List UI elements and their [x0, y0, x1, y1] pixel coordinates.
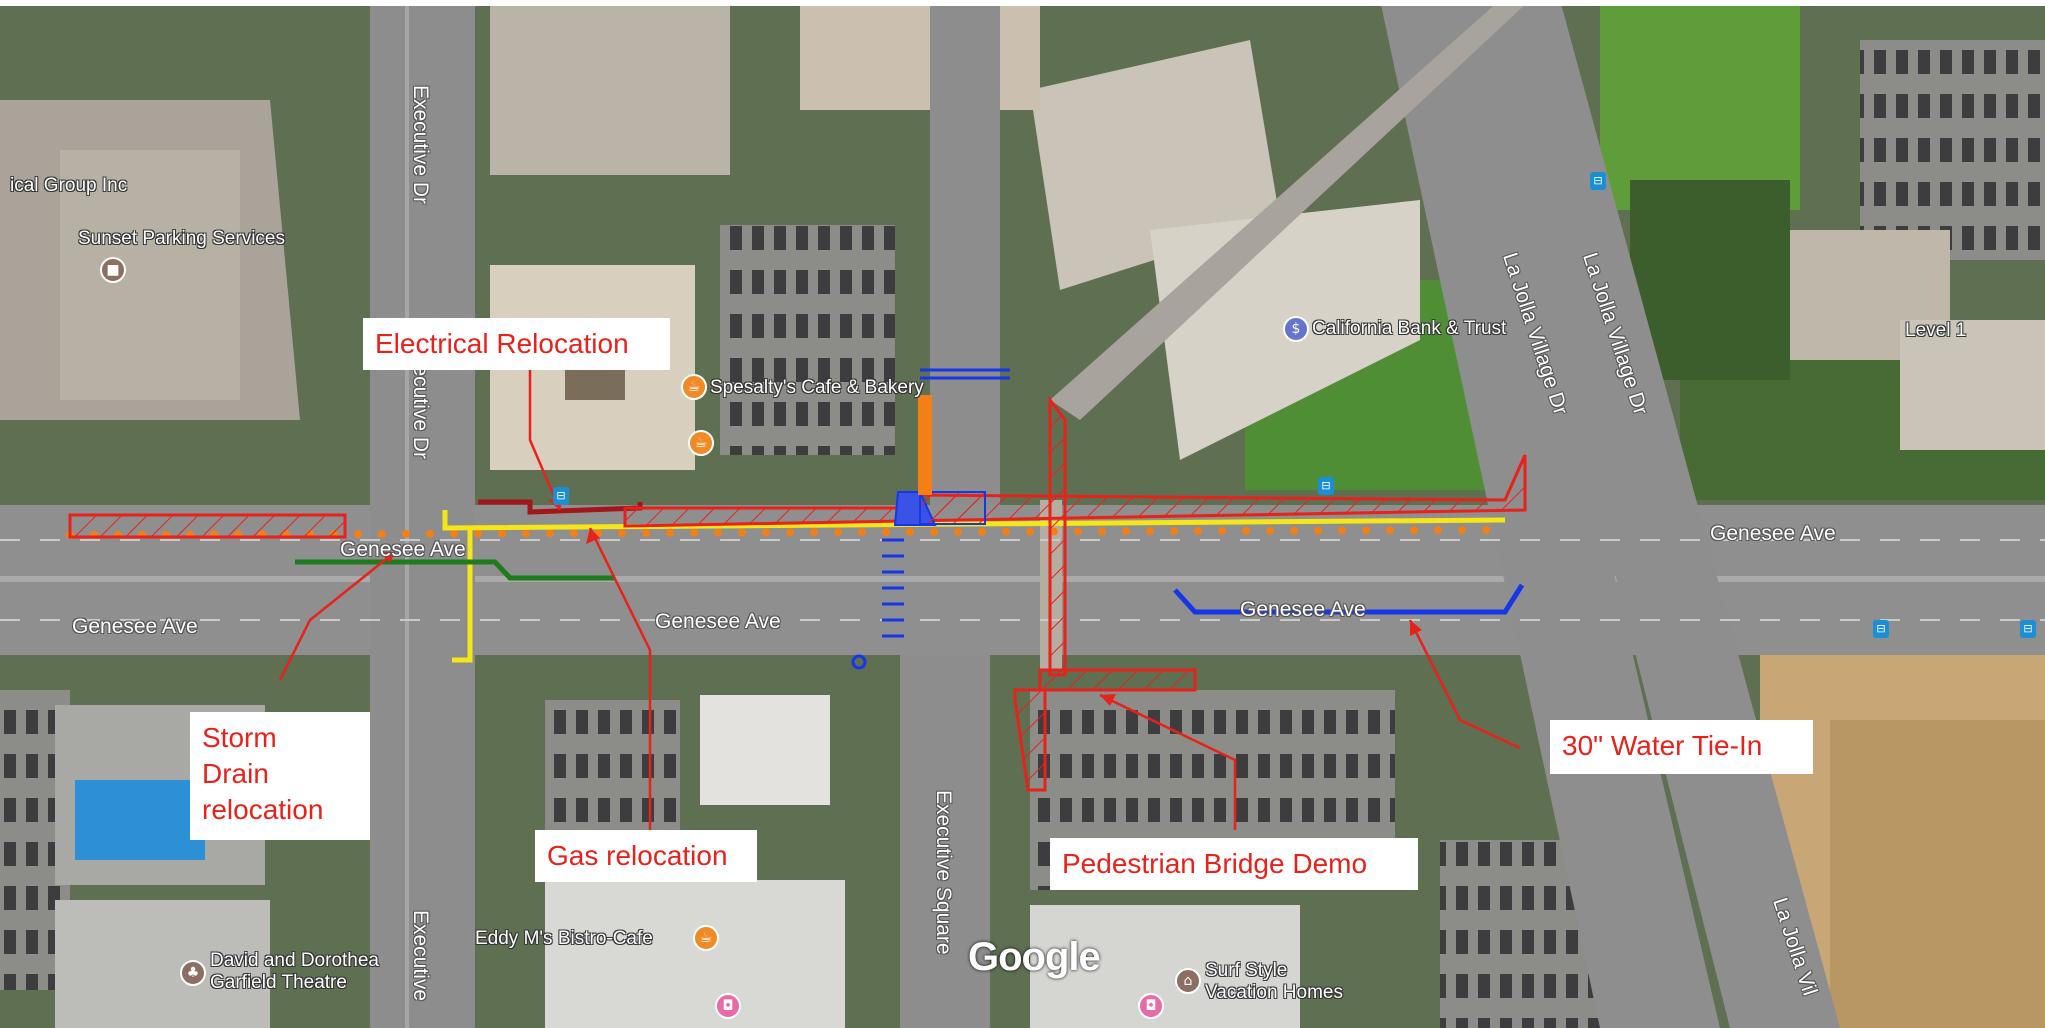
- poi-bank[interactable]: California Bank & Trust: [1312, 318, 1507, 339]
- building-icon: ◘: [715, 993, 741, 1019]
- theatre-icon: ♣: [180, 960, 206, 986]
- building-icon: ■: [100, 257, 126, 283]
- cafe-icon: ☕: [693, 925, 719, 951]
- road-label-genesee-4: Genesee Ave: [1240, 598, 1366, 621]
- google-attribution: Google: [968, 935, 1101, 979]
- bus-stop-icon[interactable]: ⊟: [1318, 477, 1334, 495]
- poi-level-1[interactable]: Level 1: [1905, 320, 1967, 341]
- road-label-genesee-1: Genesee Ave: [340, 538, 466, 561]
- poi-surf-style[interactable]: Surf Style Vacation Homes: [1205, 960, 1343, 1003]
- bus-stop-icon[interactable]: ⊟: [1873, 620, 1889, 638]
- poi-theatre[interactable]: David and Dorothea Garfield Theatre: [210, 950, 379, 993]
- poi-cafe[interactable]: Spesalty's Cafe & Bakery: [710, 377, 924, 398]
- callout-storm-drain-relocation: Storm Drain relocation: [190, 712, 370, 840]
- cafe-icon: ☕: [681, 374, 707, 400]
- poi-eddys[interactable]: Eddy M's Bistro-Cafe: [475, 928, 653, 949]
- road-label-genesee-2: Genesee Ave: [72, 615, 198, 638]
- bus-stop-icon[interactable]: ⊟: [2020, 620, 2036, 638]
- callout-gas-relocation: Gas relocation: [535, 830, 757, 882]
- bank-icon: $: [1283, 316, 1309, 342]
- building-icon: ◘: [1138, 993, 1164, 1019]
- road-label-executive-dr-1: Executive Dr: [409, 85, 432, 205]
- callout-electrical-relocation: Electrical Relocation: [363, 318, 670, 370]
- road-label-genesee-3: Genesee Ave: [655, 610, 781, 633]
- bus-stop-icon[interactable]: ⊟: [1590, 172, 1606, 190]
- bus-stop-icon[interactable]: ⊟: [553, 487, 569, 505]
- callout-pedestrian-bridge-demo: Pedestrian Bridge Demo: [1050, 838, 1418, 890]
- road-label-executive-3: Executive: [409, 910, 432, 1002]
- cafe-icon: ☕: [688, 430, 714, 456]
- home-icon: ⌂: [1175, 968, 1201, 994]
- road-label-genesee-5: Genesee Ave: [1710, 522, 1836, 545]
- callout-water-tie-in: 30" Water Tie-In: [1550, 720, 1813, 774]
- road-label-executive-square: Executive Square: [932, 790, 955, 955]
- poi-medical-group[interactable]: ical Group Inc: [10, 175, 128, 196]
- poi-sunset-parking[interactable]: Sunset Parking Services: [78, 228, 285, 249]
